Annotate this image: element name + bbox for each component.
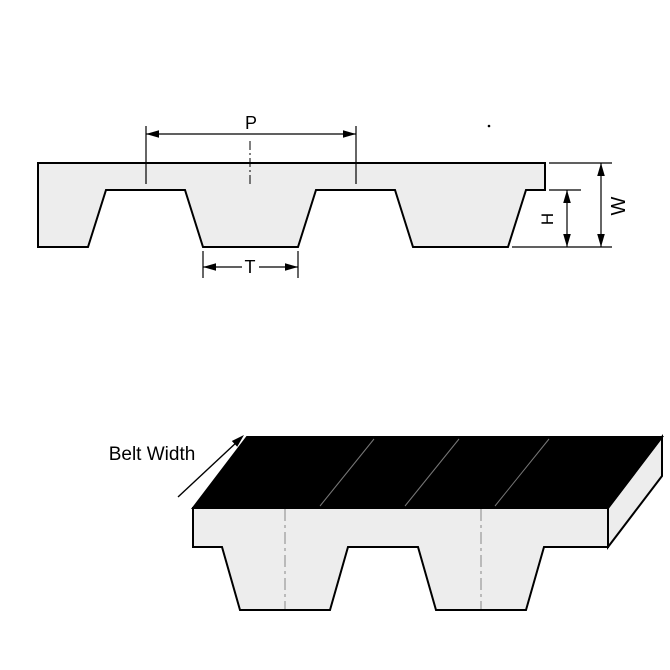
belt-width-arrow-line xyxy=(177,440,239,498)
height-arrowhead-bottom-icon xyxy=(563,234,571,247)
pitch-arrowhead-left-icon xyxy=(146,130,159,138)
tooth-arrowhead-left-icon xyxy=(203,263,216,271)
belt-cross-section xyxy=(37,162,546,248)
belt-width-callout: Belt Width xyxy=(109,435,244,498)
top-face-seam-line-2 xyxy=(404,438,460,507)
tooth-width-dimension: T xyxy=(202,251,299,278)
thickness-arrowhead-bottom-icon xyxy=(597,234,605,247)
tooth-arrowhead-right-icon xyxy=(285,263,298,271)
belt-front-face xyxy=(192,507,609,611)
speck xyxy=(487,124,491,128)
profile-view: P T H W xyxy=(37,113,630,278)
belt-top-face xyxy=(190,436,665,509)
top-face-seam-line-3 xyxy=(494,438,550,507)
top-face-seam-line-1 xyxy=(319,438,375,507)
belt-thickness-dimension: W xyxy=(549,162,630,247)
tooth-width-label: T xyxy=(245,257,256,277)
tooth-height-dimension: H xyxy=(512,189,612,248)
pitch-dimension: P xyxy=(145,113,357,184)
perspective-view: Belt Width xyxy=(109,434,665,611)
tooth-label-backing xyxy=(242,256,259,276)
pitch-label: P xyxy=(245,113,257,133)
pitch-arrowhead-right-icon xyxy=(343,130,356,138)
thickness-arrowhead-top-icon xyxy=(597,163,605,176)
tooth-height-label: H xyxy=(538,213,557,225)
height-arrowhead-top-icon xyxy=(563,190,571,203)
belt-thickness-label: W xyxy=(608,196,630,215)
belt-width-arrowhead-icon xyxy=(231,435,244,447)
belt-width-label: Belt Width xyxy=(109,444,196,465)
